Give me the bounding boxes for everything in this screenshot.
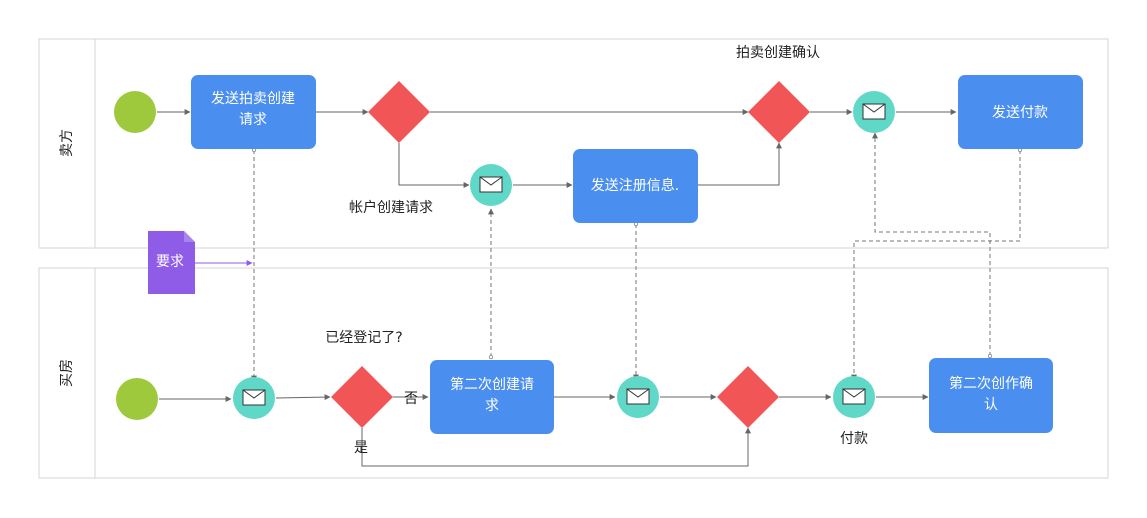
- label-no: 否: [404, 391, 418, 407]
- flow-message-to-gateway: [275, 394, 331, 401]
- task-label: 认: [984, 397, 998, 413]
- task-label: 发送拍卖创建: [211, 91, 295, 107]
- message-event-buyer-1: [233, 377, 275, 419]
- label-account-create-request: 帐户创建请求: [349, 199, 433, 216]
- message-flows: [251, 132, 1023, 382]
- task-send-registration-info: 发送注册信息.: [573, 149, 698, 223]
- task-label: 发送注册信息.: [591, 177, 679, 194]
- data-object-requirements: 要求: [148, 231, 253, 294]
- flow-gateway-yes: [361, 427, 751, 467]
- task-second-create-confirm: 第二次创作确 认: [929, 358, 1053, 433]
- envelope-icon: [242, 389, 266, 406]
- buyer-gateway-2: [717, 366, 779, 428]
- label-auction-create-confirm: 拍卖创建确认: [736, 45, 820, 61]
- seller-gateway-1: [368, 81, 430, 143]
- message-event-seller-account: [470, 164, 512, 206]
- envelope-icon: [862, 103, 886, 120]
- seller-pool-label: 卖方: [59, 129, 75, 157]
- flow-gateway-to-message: [398, 143, 470, 188]
- envelope-icon: [479, 176, 503, 193]
- message-flow-payment: [851, 147, 1023, 381]
- label-yes: 是: [354, 440, 368, 456]
- seller-sequence-flows: [157, 109, 957, 188]
- message-flow-confirm: [872, 132, 993, 359]
- buyer-gateway-registered: [331, 366, 393, 428]
- buyer-start-event: [116, 378, 158, 420]
- task-label: 请求: [239, 112, 267, 128]
- buyer-sequence-flows: [159, 394, 929, 467]
- task-label: 第二次创作确: [949, 375, 1033, 392]
- data-object-label: 要求: [156, 254, 184, 270]
- task-send-payment: 发送付款: [958, 75, 1083, 149]
- flow-task-to-gateway2: [698, 142, 782, 186]
- task-label: 发送付款: [992, 105, 1048, 121]
- task-second-create-request: 第二次创建请 求: [430, 360, 554, 434]
- task-send-auction-create-request: 发送拍卖创建 请求: [191, 75, 316, 149]
- envelope-icon: [626, 388, 650, 405]
- message-event-buyer-2: [617, 376, 659, 418]
- seller-gateway-2: [748, 81, 810, 143]
- seller-start-event: [114, 91, 156, 133]
- task-label: 第二次创建请: [450, 376, 534, 393]
- label-payment: 付款: [840, 431, 868, 447]
- label-already-registered: 已经登记了?: [325, 330, 402, 346]
- envelope-icon: [842, 388, 866, 405]
- message-event-buyer-payment: [833, 376, 875, 418]
- task-label: 求: [485, 398, 499, 414]
- buyer-pool-label: 买房: [59, 359, 75, 387]
- message-event-seller-payment: [853, 91, 895, 133]
